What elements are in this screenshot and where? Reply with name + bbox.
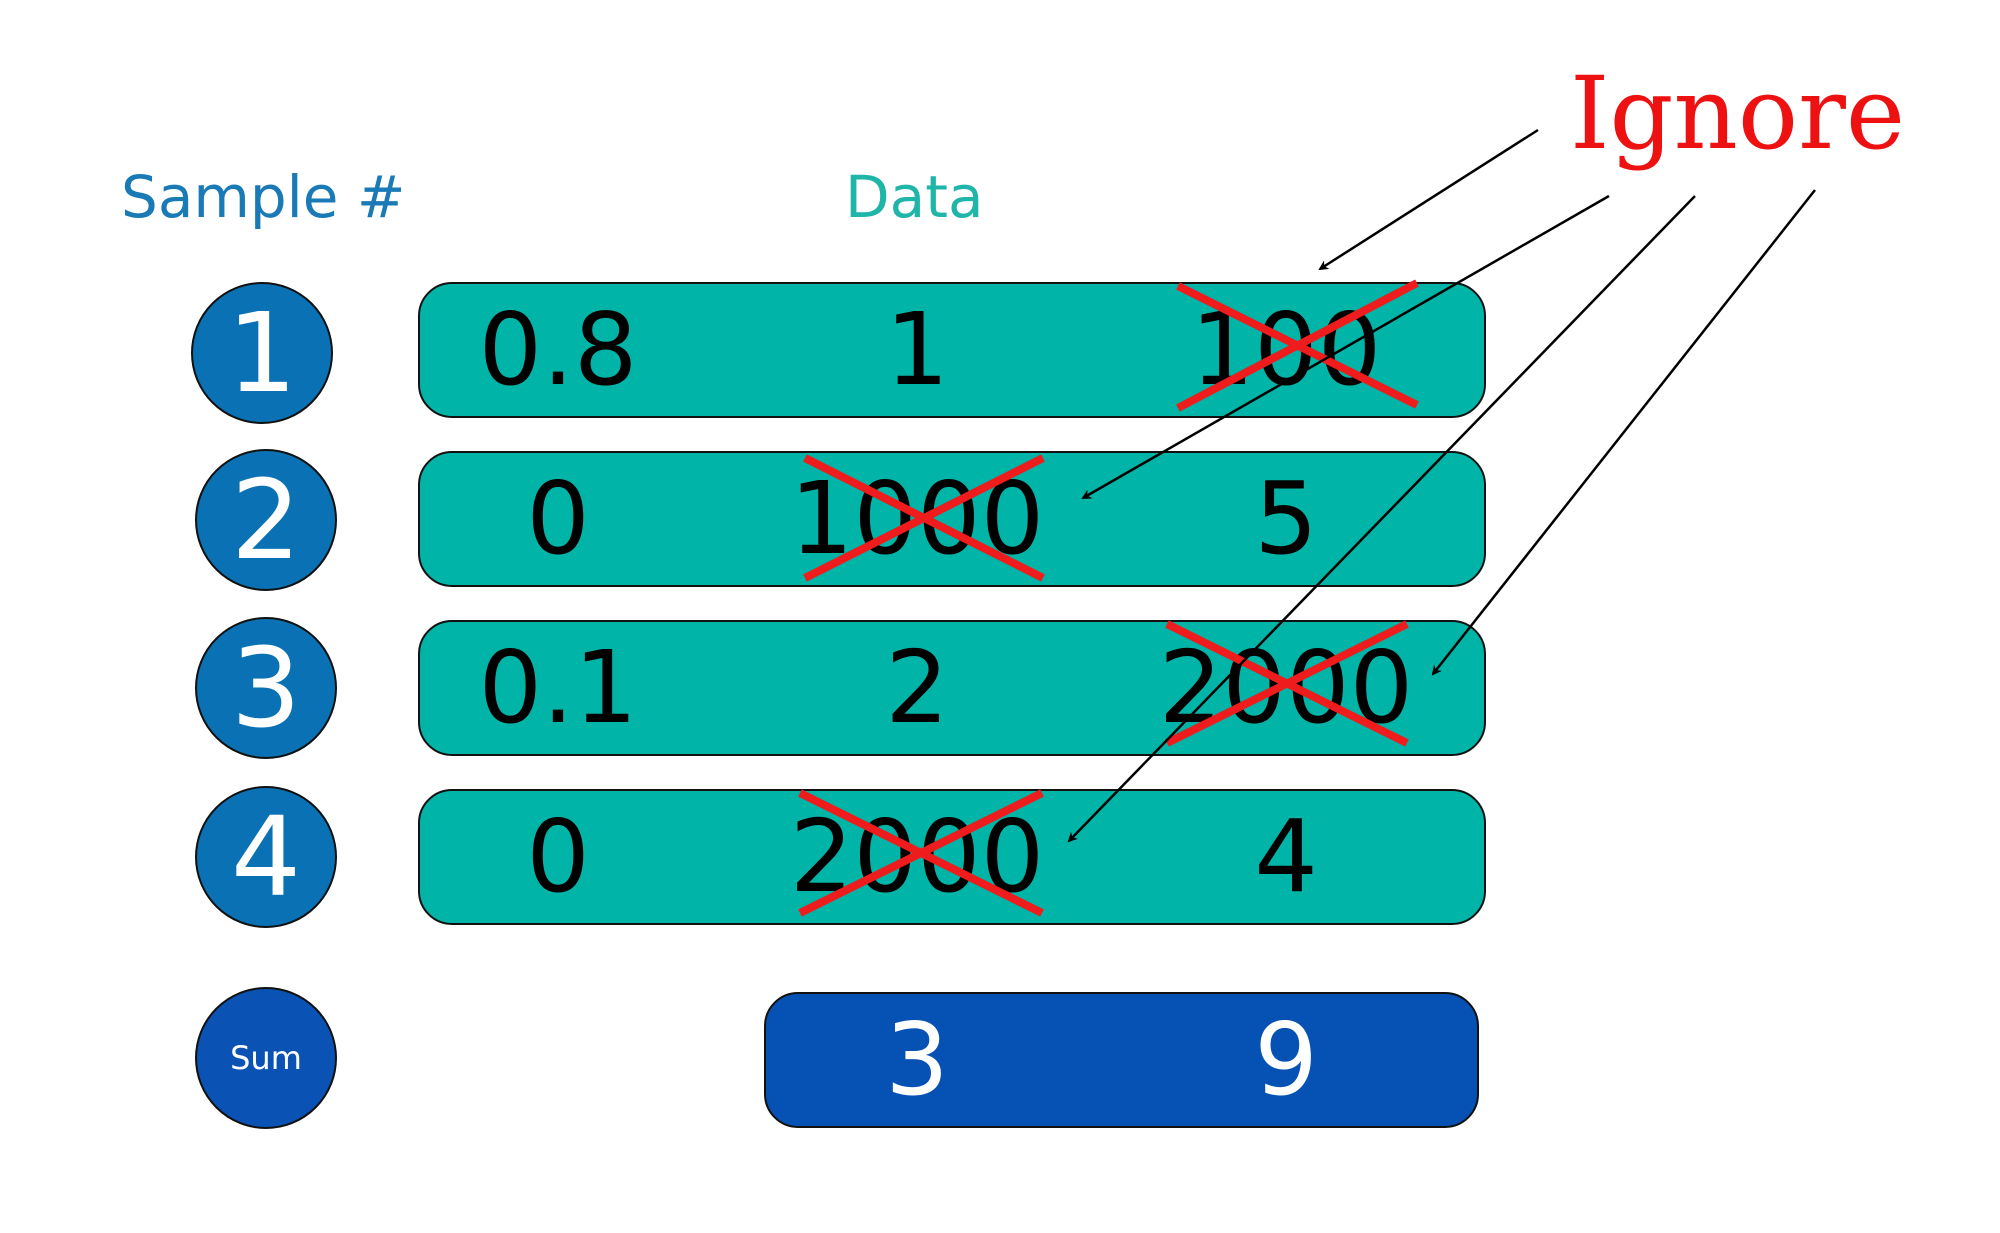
data-cell-ignored: 2000 — [789, 798, 1045, 915]
data-cell: 4 — [1254, 798, 1318, 915]
data-row-2: 0 1000 5 — [418, 451, 1486, 587]
sum-row: 3 9 — [764, 992, 1479, 1128]
data-cell: 1 — [885, 291, 949, 408]
sum-circle: Sum — [195, 987, 337, 1129]
data-row-4: 0 2000 4 — [418, 789, 1486, 925]
data-cell: 2 — [885, 629, 949, 746]
data-cell: 0 — [526, 460, 590, 577]
sample-circle-1: 1 — [191, 282, 333, 424]
data-cell: 5 — [1254, 460, 1318, 577]
sample-circle-2: 2 — [195, 449, 337, 591]
sum-cell: 3 — [885, 1001, 949, 1118]
data-cell-ignored: 100 — [1190, 291, 1382, 408]
ignore-arrow — [1318, 128, 1539, 271]
data-cell-ignored: 1000 — [789, 460, 1045, 577]
data-row-3: 0.1 2 2000 — [418, 620, 1486, 756]
sum-cell: 9 — [1254, 1001, 1318, 1118]
sample-circle-3: 3 — [195, 617, 337, 759]
data-header: Data — [845, 163, 984, 231]
data-cell-ignored: 2000 — [1158, 629, 1414, 746]
data-cell: 0.1 — [478, 629, 638, 746]
sample-circle-4: 4 — [195, 786, 337, 928]
ignore-annotation: Ignore — [1570, 55, 1906, 172]
data-row-1: 0.8 1 100 — [418, 282, 1486, 418]
ignore-arrow — [1431, 189, 1816, 676]
data-cell: 0.8 — [478, 291, 638, 408]
sample-number-header: Sample # — [121, 163, 406, 231]
data-cell: 0 — [526, 798, 590, 915]
